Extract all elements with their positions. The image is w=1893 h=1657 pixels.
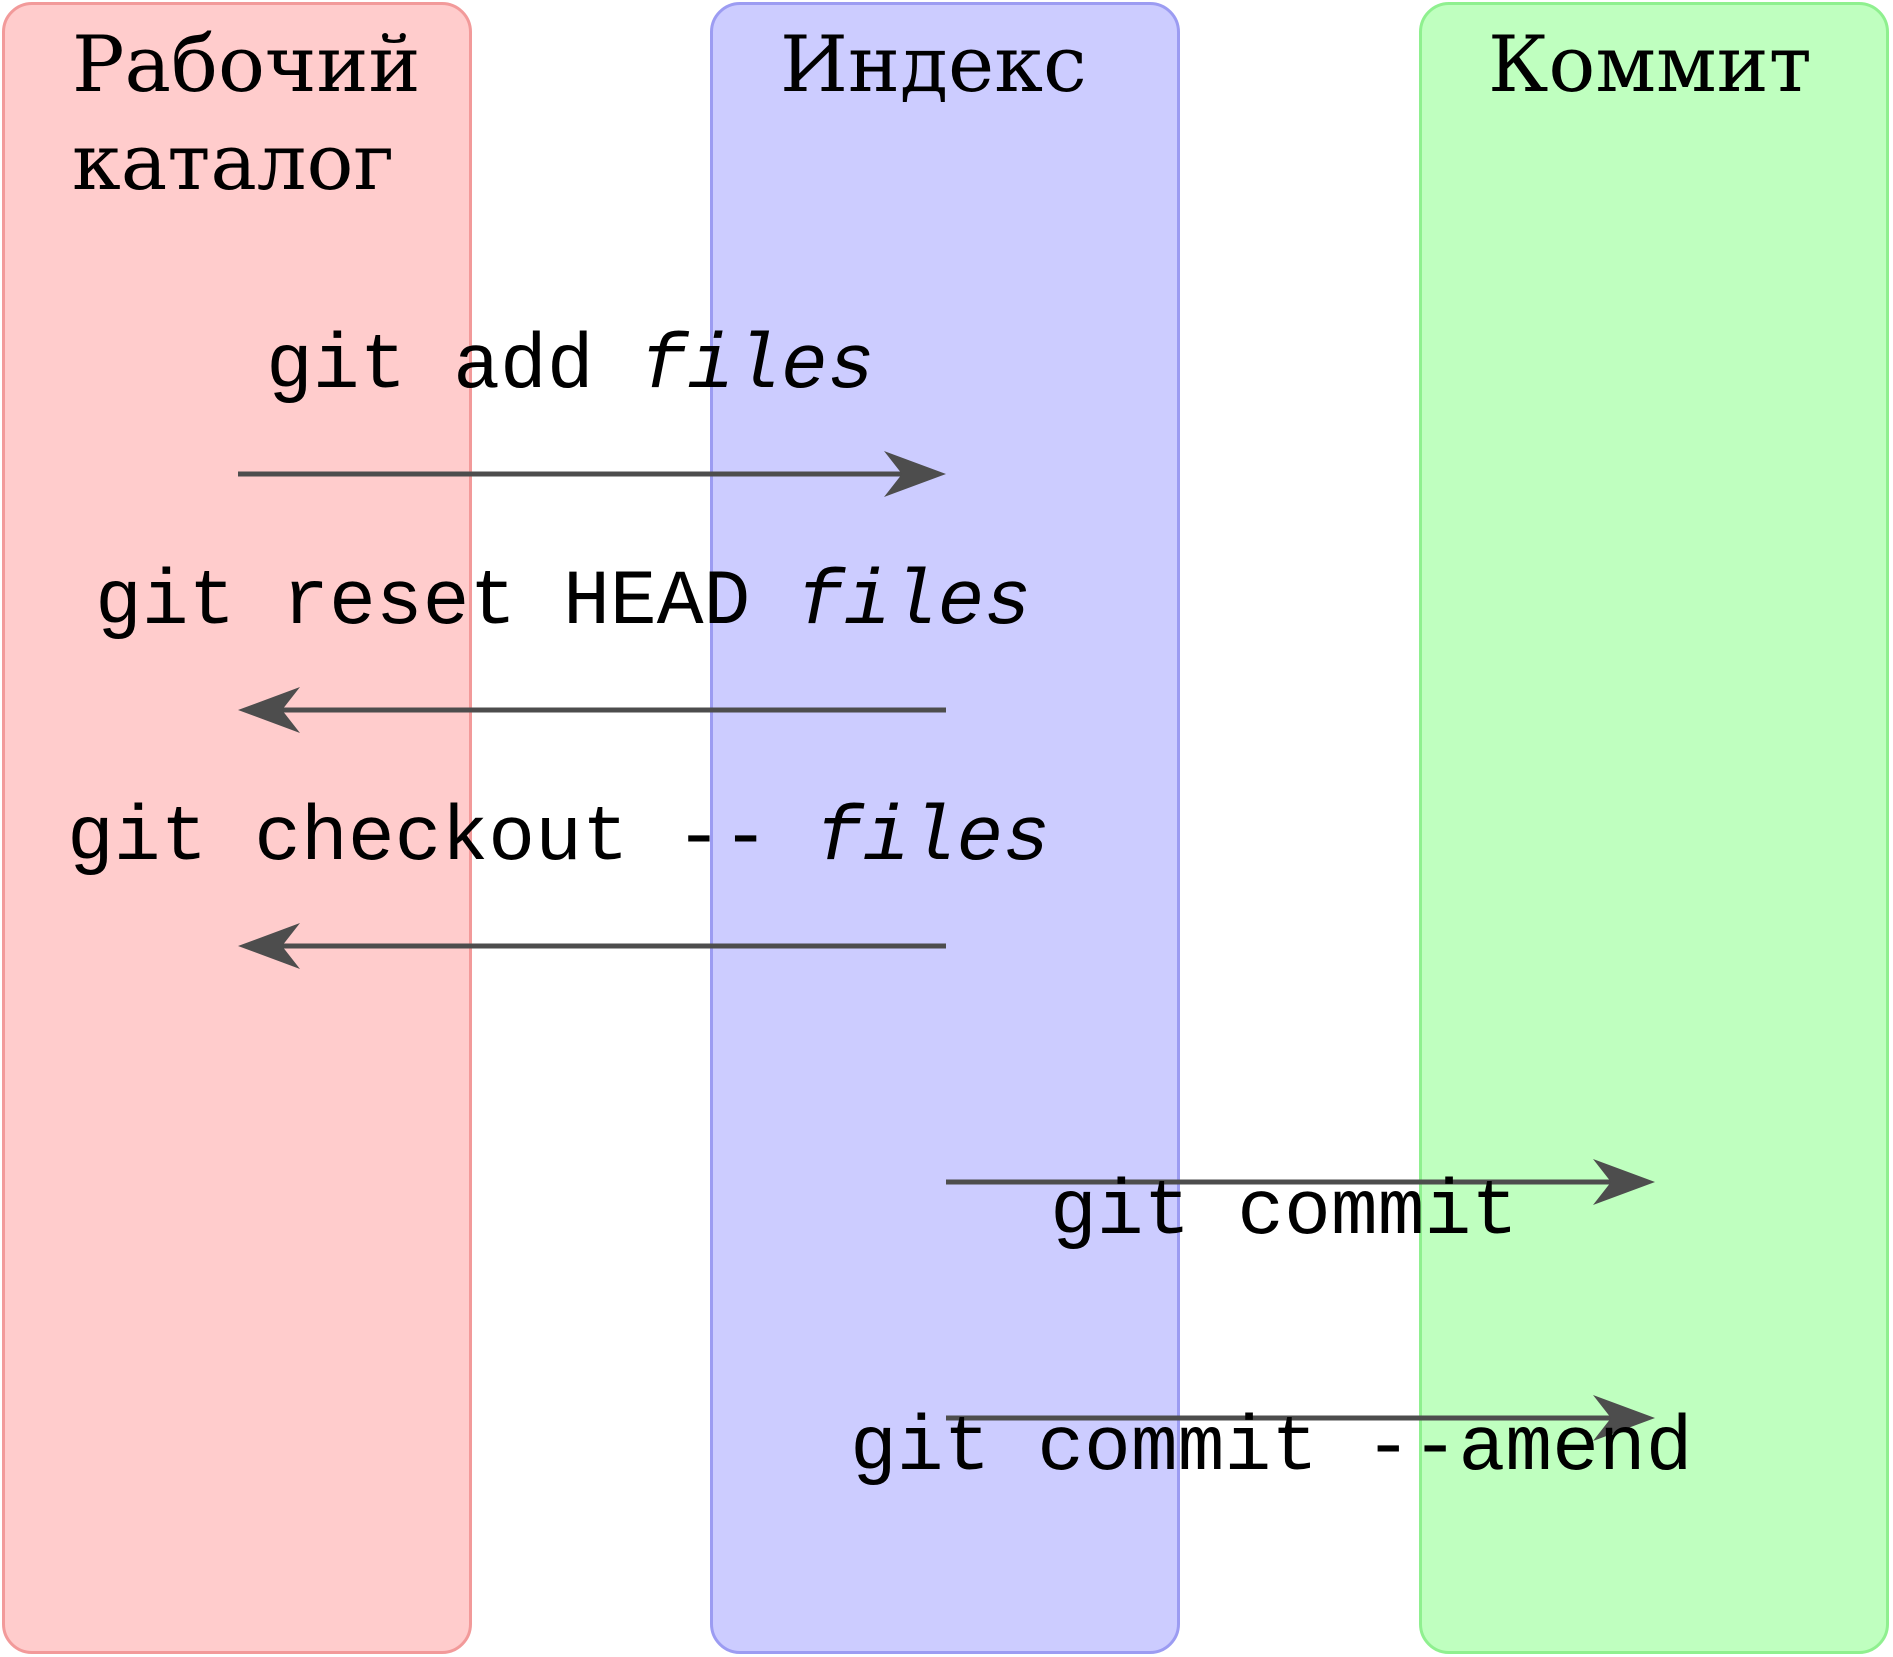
git-add-text: git add: [266, 323, 641, 411]
commit-column: [1419, 2, 1889, 1654]
git-checkout-command: git checkout -- files: [67, 794, 1050, 884]
arrow-head-2: [238, 687, 300, 733]
arrow-head-1: [884, 451, 946, 497]
git-commit-amend-text: git commit --amend: [850, 1405, 1693, 1493]
git-checkout-text: git checkout --: [67, 795, 816, 883]
working-directory-column: [2, 2, 472, 1654]
commit-label: Коммит: [1488, 20, 1812, 110]
git-add-arg: files: [640, 323, 875, 411]
git-commit-command: git commit: [1050, 1168, 1518, 1258]
working-directory-label: Рабочий каталог: [72, 20, 421, 208]
arrow-head-5: [1593, 1395, 1655, 1441]
arrow-head-4: [1593, 1159, 1655, 1205]
git-reset-head-arg: files: [797, 559, 1032, 647]
git-commit-text: git commit: [1050, 1169, 1519, 1257]
git-checkout-arg: files: [815, 795, 1050, 883]
arrow-head-3: [238, 923, 300, 969]
git-reset-head-text: git reset HEAD: [95, 559, 798, 647]
git-add-command: git add files: [266, 322, 875, 412]
index-label: Индекс: [780, 20, 1087, 110]
git-commit-amend-command: git commit --amend: [850, 1404, 1693, 1494]
index-column: [710, 2, 1180, 1654]
git-reset-head-command: git reset HEAD files: [95, 558, 1031, 648]
